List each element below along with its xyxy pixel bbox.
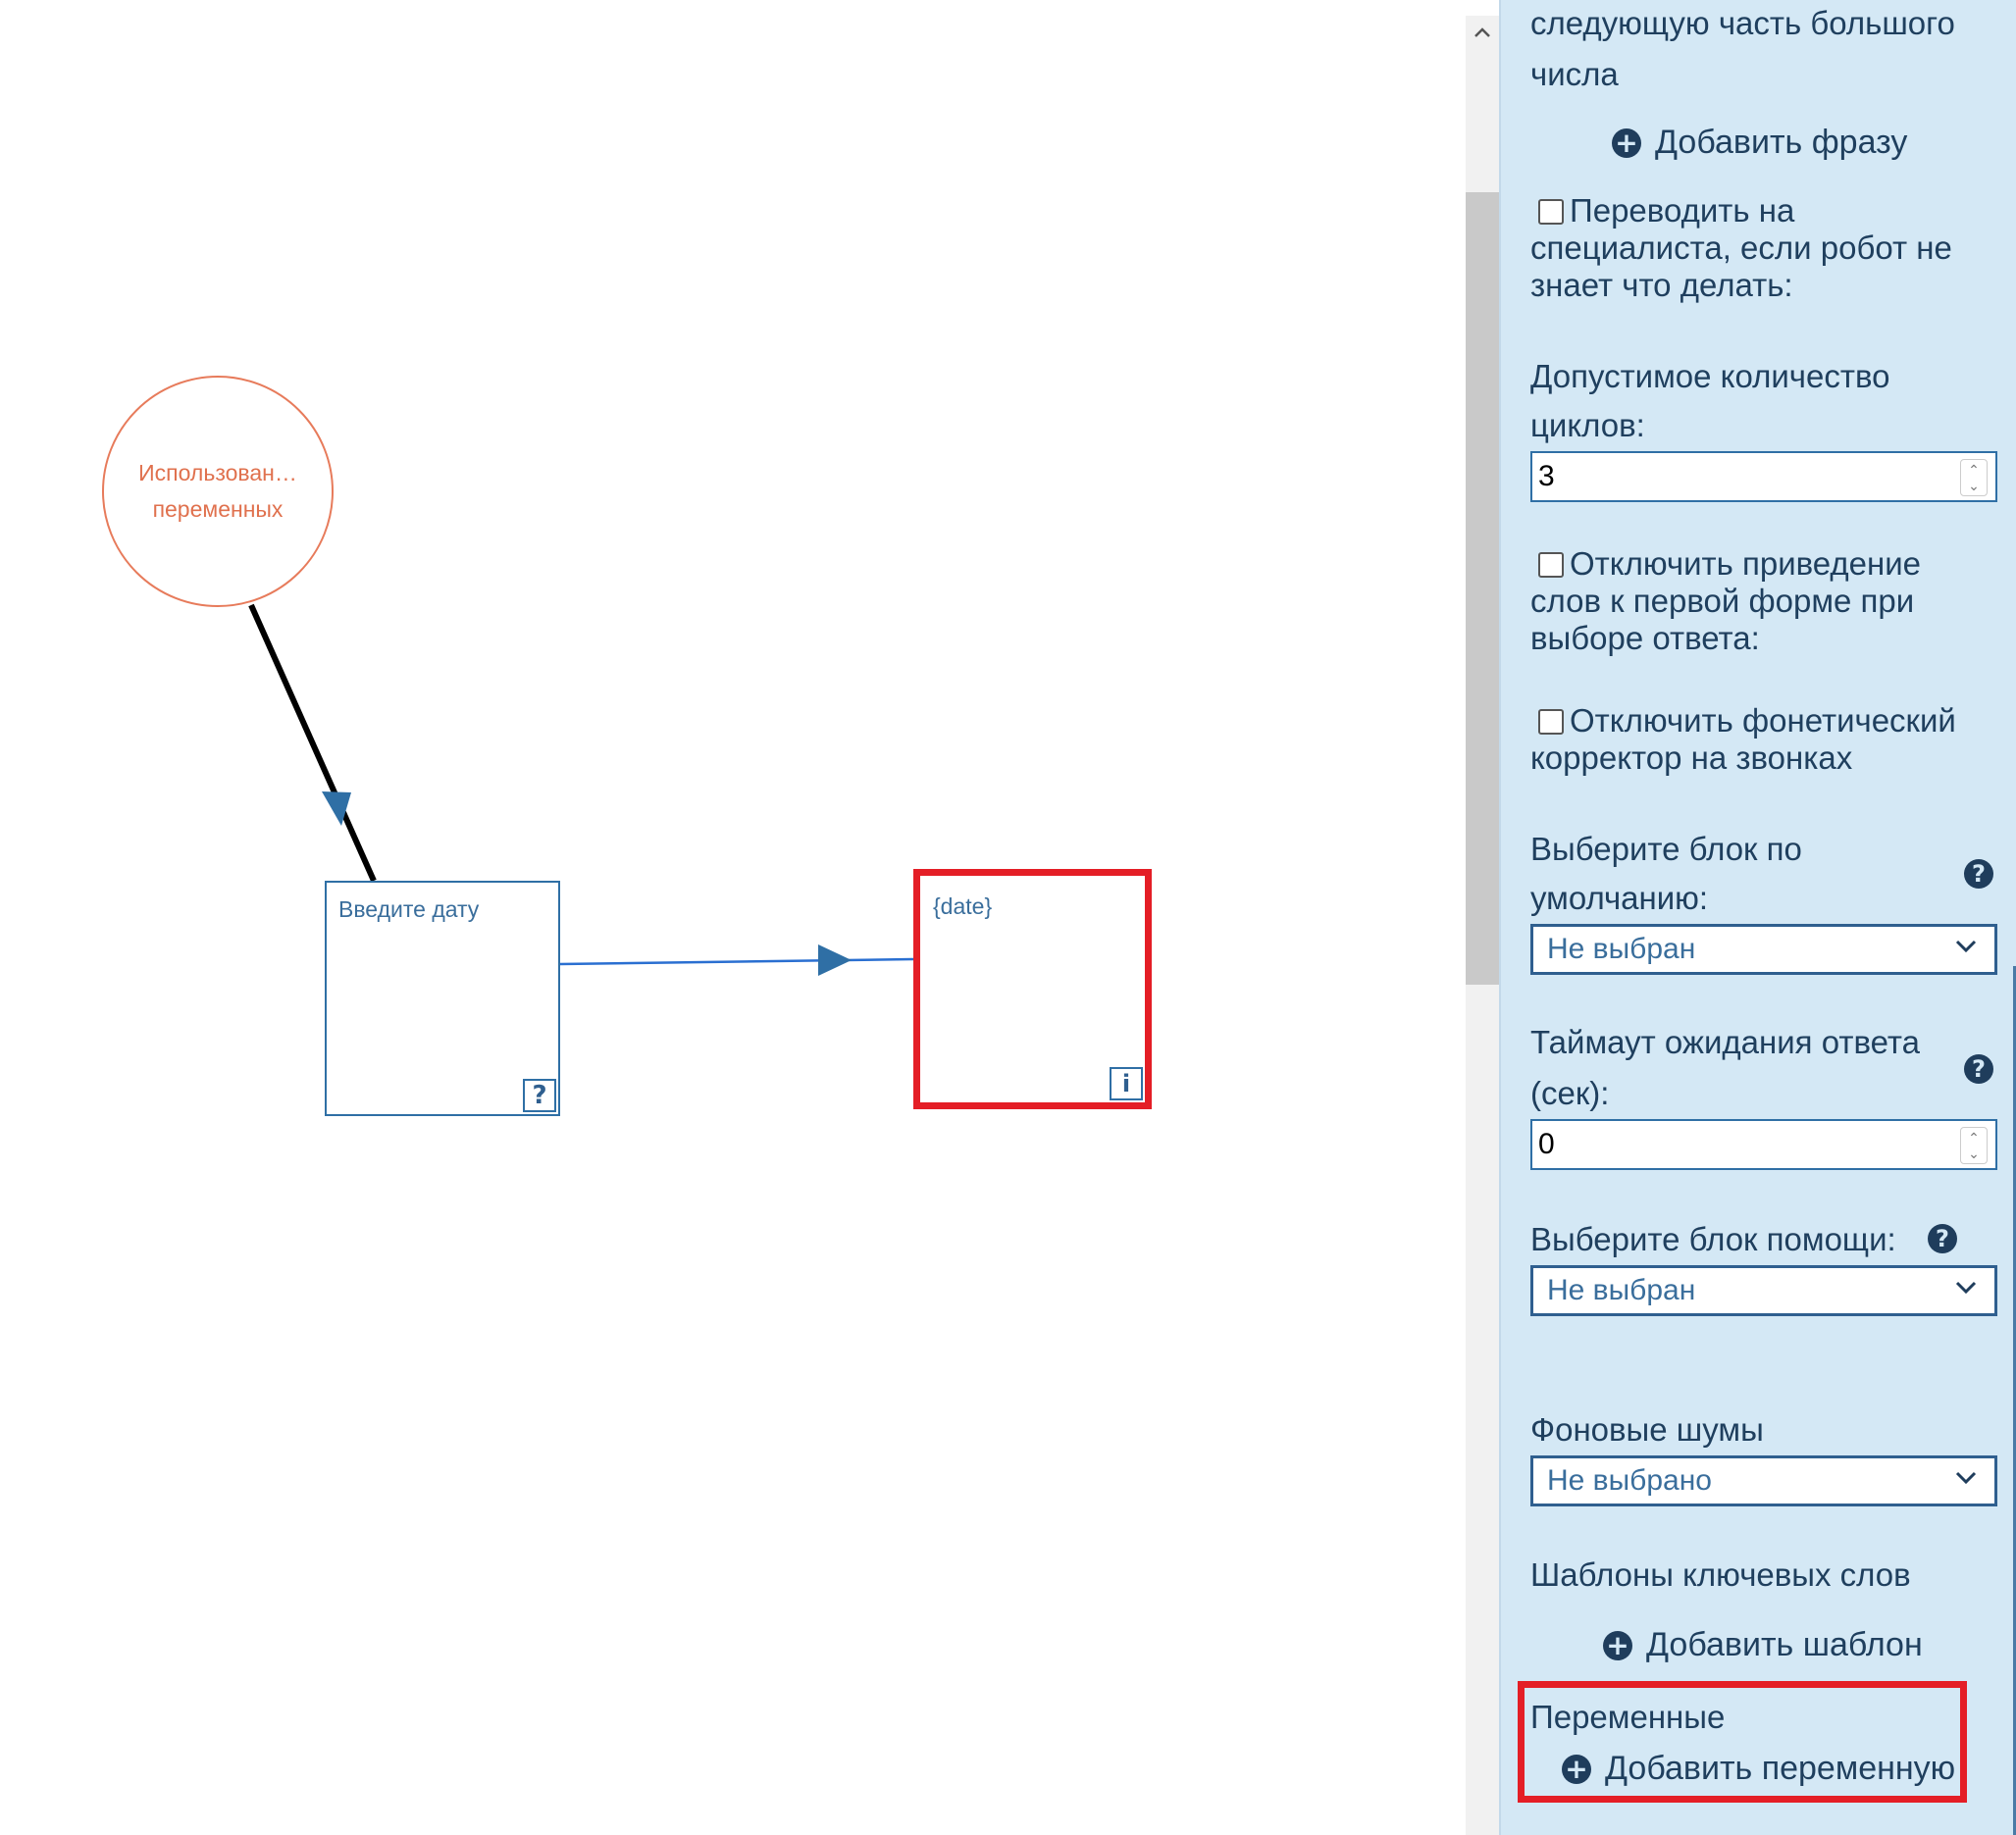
background-noise-label: Фоновые шумы bbox=[1530, 1411, 1764, 1448]
add-template-button[interactable]: + Добавить шаблон bbox=[1603, 1626, 1923, 1664]
transfer-to-specialist-option[interactable]: Переводить на специалиста, если робот не… bbox=[1530, 192, 1991, 304]
default-block-select-value: Не выбран bbox=[1547, 933, 1696, 965]
start-node[interactable]: Использован… переменных bbox=[102, 376, 334, 607]
disable-normalization-option[interactable]: Отключить приведение слов к первой форме… bbox=[1530, 545, 1991, 657]
info-icon[interactable]: i bbox=[1110, 1067, 1143, 1100]
timeout-label-line1: Таймаут ожидания ответа bbox=[1530, 1024, 1920, 1060]
timeout-input[interactable]: 0 ⌃⌄ bbox=[1530, 1119, 1997, 1170]
chevron-down-icon bbox=[1955, 1281, 1977, 1295]
help-block-select-value: Не выбран bbox=[1547, 1274, 1696, 1306]
timeout-label-line2: (сек): bbox=[1530, 1075, 1610, 1111]
default-block-help-icon[interactable]: ? bbox=[1964, 859, 1993, 889]
plus-circle-icon: + bbox=[1562, 1754, 1591, 1784]
add-variable-label: Добавить переменную bbox=[1605, 1750, 1956, 1787]
flow-canvas[interactable]: Использован… переменных Введите дату ? {… bbox=[0, 0, 1466, 1835]
chevron-down-icon bbox=[1955, 1471, 1977, 1485]
question-icon[interactable]: ? bbox=[523, 1079, 556, 1112]
settings-panel: следующую часть большого числа + Добавит… bbox=[1499, 0, 2016, 1835]
arrowhead-input-to-output bbox=[818, 944, 852, 976]
block-output-date-label: {date} bbox=[933, 893, 993, 919]
scroll-thumb[interactable] bbox=[1466, 192, 1499, 985]
default-block-label-line2: умолчанию: bbox=[1530, 880, 1709, 916]
transfer-checkbox-label: Переводить на специалиста, если робот не… bbox=[1530, 192, 1952, 303]
start-node-label-line1: Использован… bbox=[138, 460, 297, 485]
cycles-label-line2: циклов: bbox=[1530, 407, 1645, 443]
flow-edges bbox=[248, 603, 914, 976]
variables-highlight bbox=[1518, 1681, 1967, 1803]
help-block-help-icon[interactable]: ? bbox=[1928, 1224, 1957, 1253]
disable-phonetic-label: Отключить фонетический корректор на звон… bbox=[1530, 702, 1956, 776]
cycles-stepper[interactable]: ⌃⌄ bbox=[1960, 459, 1988, 496]
top-text-line1: следующую часть большого bbox=[1530, 5, 1955, 41]
cycles-input-value: 3 bbox=[1538, 460, 1555, 492]
keyword-templates-label: Шаблоны ключевых слов bbox=[1530, 1556, 1911, 1593]
disable-normalization-label: Отключить приведение слов к первой форме… bbox=[1530, 545, 1922, 656]
plus-circle-icon: + bbox=[1612, 127, 1641, 158]
panel-left-border bbox=[1499, 0, 1501, 1835]
scroll-up-icon[interactable] bbox=[1466, 16, 1499, 49]
default-block-label-line1: Выберите блок по bbox=[1530, 831, 1802, 867]
arrowhead-start-to-input bbox=[322, 791, 351, 826]
help-block-label: Выберите блок помощи: bbox=[1530, 1221, 1896, 1257]
background-noise-select-value: Не выбрано bbox=[1547, 1464, 1712, 1497]
variables-label: Переменные bbox=[1530, 1699, 1726, 1735]
chevron-down-icon bbox=[1955, 940, 1977, 953]
panel-scrollbar[interactable] bbox=[1466, 16, 1499, 1835]
default-block-select[interactable]: Не выбран bbox=[1530, 924, 1997, 975]
plus-circle-icon: + bbox=[1603, 1630, 1632, 1660]
top-text-line2: числа bbox=[1530, 56, 1619, 92]
cycles-label-line1: Допустимое количество bbox=[1530, 358, 1890, 394]
block-output-date[interactable]: {date} i bbox=[913, 869, 1152, 1109]
edge-input-to-output[interactable] bbox=[559, 957, 914, 966]
edge-start-to-input[interactable] bbox=[248, 603, 377, 883]
background-noise-select[interactable]: Не выбрано bbox=[1530, 1455, 1997, 1506]
timeout-input-value: 0 bbox=[1538, 1128, 1555, 1160]
add-phrase-button[interactable]: + Добавить фразу bbox=[1612, 124, 1907, 162]
timeout-help-icon[interactable]: ? bbox=[1964, 1054, 1993, 1084]
panel-right-border bbox=[2013, 966, 2016, 1835]
add-phrase-label: Добавить фразу bbox=[1655, 124, 1908, 161]
disable-phonetic-checkbox[interactable] bbox=[1538, 709, 1564, 735]
add-variable-button[interactable]: + Добавить переменную bbox=[1562, 1750, 1955, 1788]
help-block-select[interactable]: Не выбран bbox=[1530, 1265, 1997, 1316]
block-input-date[interactable]: Введите дату ? bbox=[325, 881, 560, 1116]
start-node-label-line2: переменных bbox=[152, 496, 284, 522]
cycles-input[interactable]: 3 ⌃⌄ bbox=[1530, 451, 1997, 502]
transfer-checkbox[interactable] bbox=[1538, 199, 1564, 225]
timeout-stepper[interactable]: ⌃⌄ bbox=[1960, 1127, 1988, 1164]
disable-phonetic-option[interactable]: Отключить фонетический корректор на звон… bbox=[1530, 702, 1991, 777]
add-template-label: Добавить шаблон bbox=[1646, 1626, 1923, 1663]
disable-normalization-checkbox[interactable] bbox=[1538, 552, 1564, 578]
block-input-date-label: Введите дату bbox=[338, 896, 480, 922]
